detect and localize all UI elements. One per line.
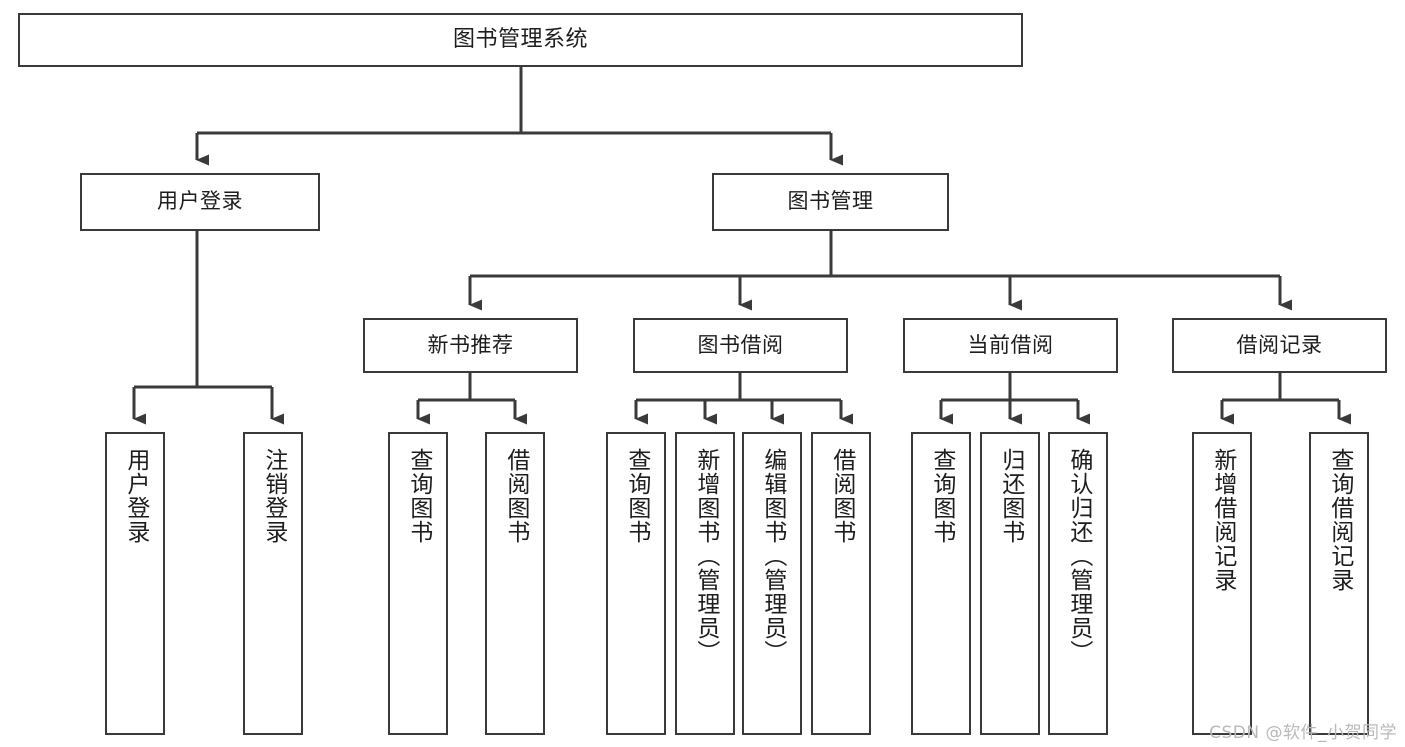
node-label: 图书管理系统 bbox=[452, 26, 588, 52]
node-borrow-records[interactable]: 借阅记录 bbox=[1172, 318, 1387, 373]
node-label: 借阅图书 bbox=[502, 448, 529, 544]
leaf-query-books-new-book[interactable]: 查询图书 bbox=[388, 432, 448, 735]
csdn-watermark: CSDN @软件_小贺同学 bbox=[1209, 723, 1397, 743]
node-label: 图书管理 bbox=[787, 189, 874, 214]
node-book-management[interactable]: 图书管理 bbox=[712, 173, 949, 231]
node-label: 查询图书 bbox=[623, 448, 650, 544]
leaf-logout[interactable]: 注销登录 bbox=[243, 432, 303, 735]
node-label: 编辑图书（管理员） bbox=[759, 448, 786, 664]
leaf-add-book-admin[interactable]: 新增图书（管理员） bbox=[675, 432, 735, 735]
node-label: 归还图书 bbox=[997, 448, 1024, 544]
leaf-user-login[interactable]: 用户登录 bbox=[105, 432, 165, 735]
node-label: 确认归还（管理员） bbox=[1065, 448, 1092, 664]
node-label: 当前借阅 bbox=[967, 332, 1054, 357]
node-label: 查询借阅记录 bbox=[1326, 448, 1353, 592]
node-root-book-management-system[interactable]: 图书管理系统 bbox=[18, 13, 1023, 67]
node-label: 新增图书（管理员） bbox=[692, 448, 719, 664]
leaf-query-books-current[interactable]: 查询图书 bbox=[911, 432, 971, 735]
leaf-confirm-return-admin[interactable]: 确认归还（管理员） bbox=[1048, 432, 1108, 735]
node-user-login[interactable]: 用户登录 bbox=[80, 173, 320, 231]
node-book-borrowing[interactable]: 图书借阅 bbox=[633, 318, 848, 373]
node-label: 借阅图书 bbox=[828, 448, 855, 544]
node-label: 新增借阅记录 bbox=[1209, 448, 1236, 592]
leaf-edit-book-admin[interactable]: 编辑图书（管理员） bbox=[742, 432, 802, 735]
leaf-query-borrow-record[interactable]: 查询借阅记录 bbox=[1309, 432, 1369, 735]
node-label: 查询图书 bbox=[928, 448, 955, 544]
node-label: 用户登录 bbox=[157, 189, 243, 214]
node-label: 查询图书 bbox=[405, 448, 432, 544]
leaf-borrow-books-new-book[interactable]: 借阅图书 bbox=[485, 432, 545, 735]
node-current-borrowing[interactable]: 当前借阅 bbox=[903, 318, 1118, 373]
leaf-query-books-borrowing[interactable]: 查询图书 bbox=[606, 432, 666, 735]
node-label: 借阅记录 bbox=[1236, 332, 1323, 357]
node-label: 用户登录 bbox=[122, 448, 149, 544]
leaf-borrow-books-borrowing[interactable]: 借阅图书 bbox=[811, 432, 871, 735]
node-label: 图书借阅 bbox=[697, 332, 784, 357]
node-label: 新书推荐 bbox=[427, 332, 514, 357]
leaf-add-borrow-record[interactable]: 新增借阅记录 bbox=[1192, 432, 1252, 735]
node-label: 注销登录 bbox=[260, 448, 287, 544]
node-new-book-recommendation[interactable]: 新书推荐 bbox=[363, 318, 578, 373]
leaf-return-books[interactable]: 归还图书 bbox=[980, 432, 1040, 735]
